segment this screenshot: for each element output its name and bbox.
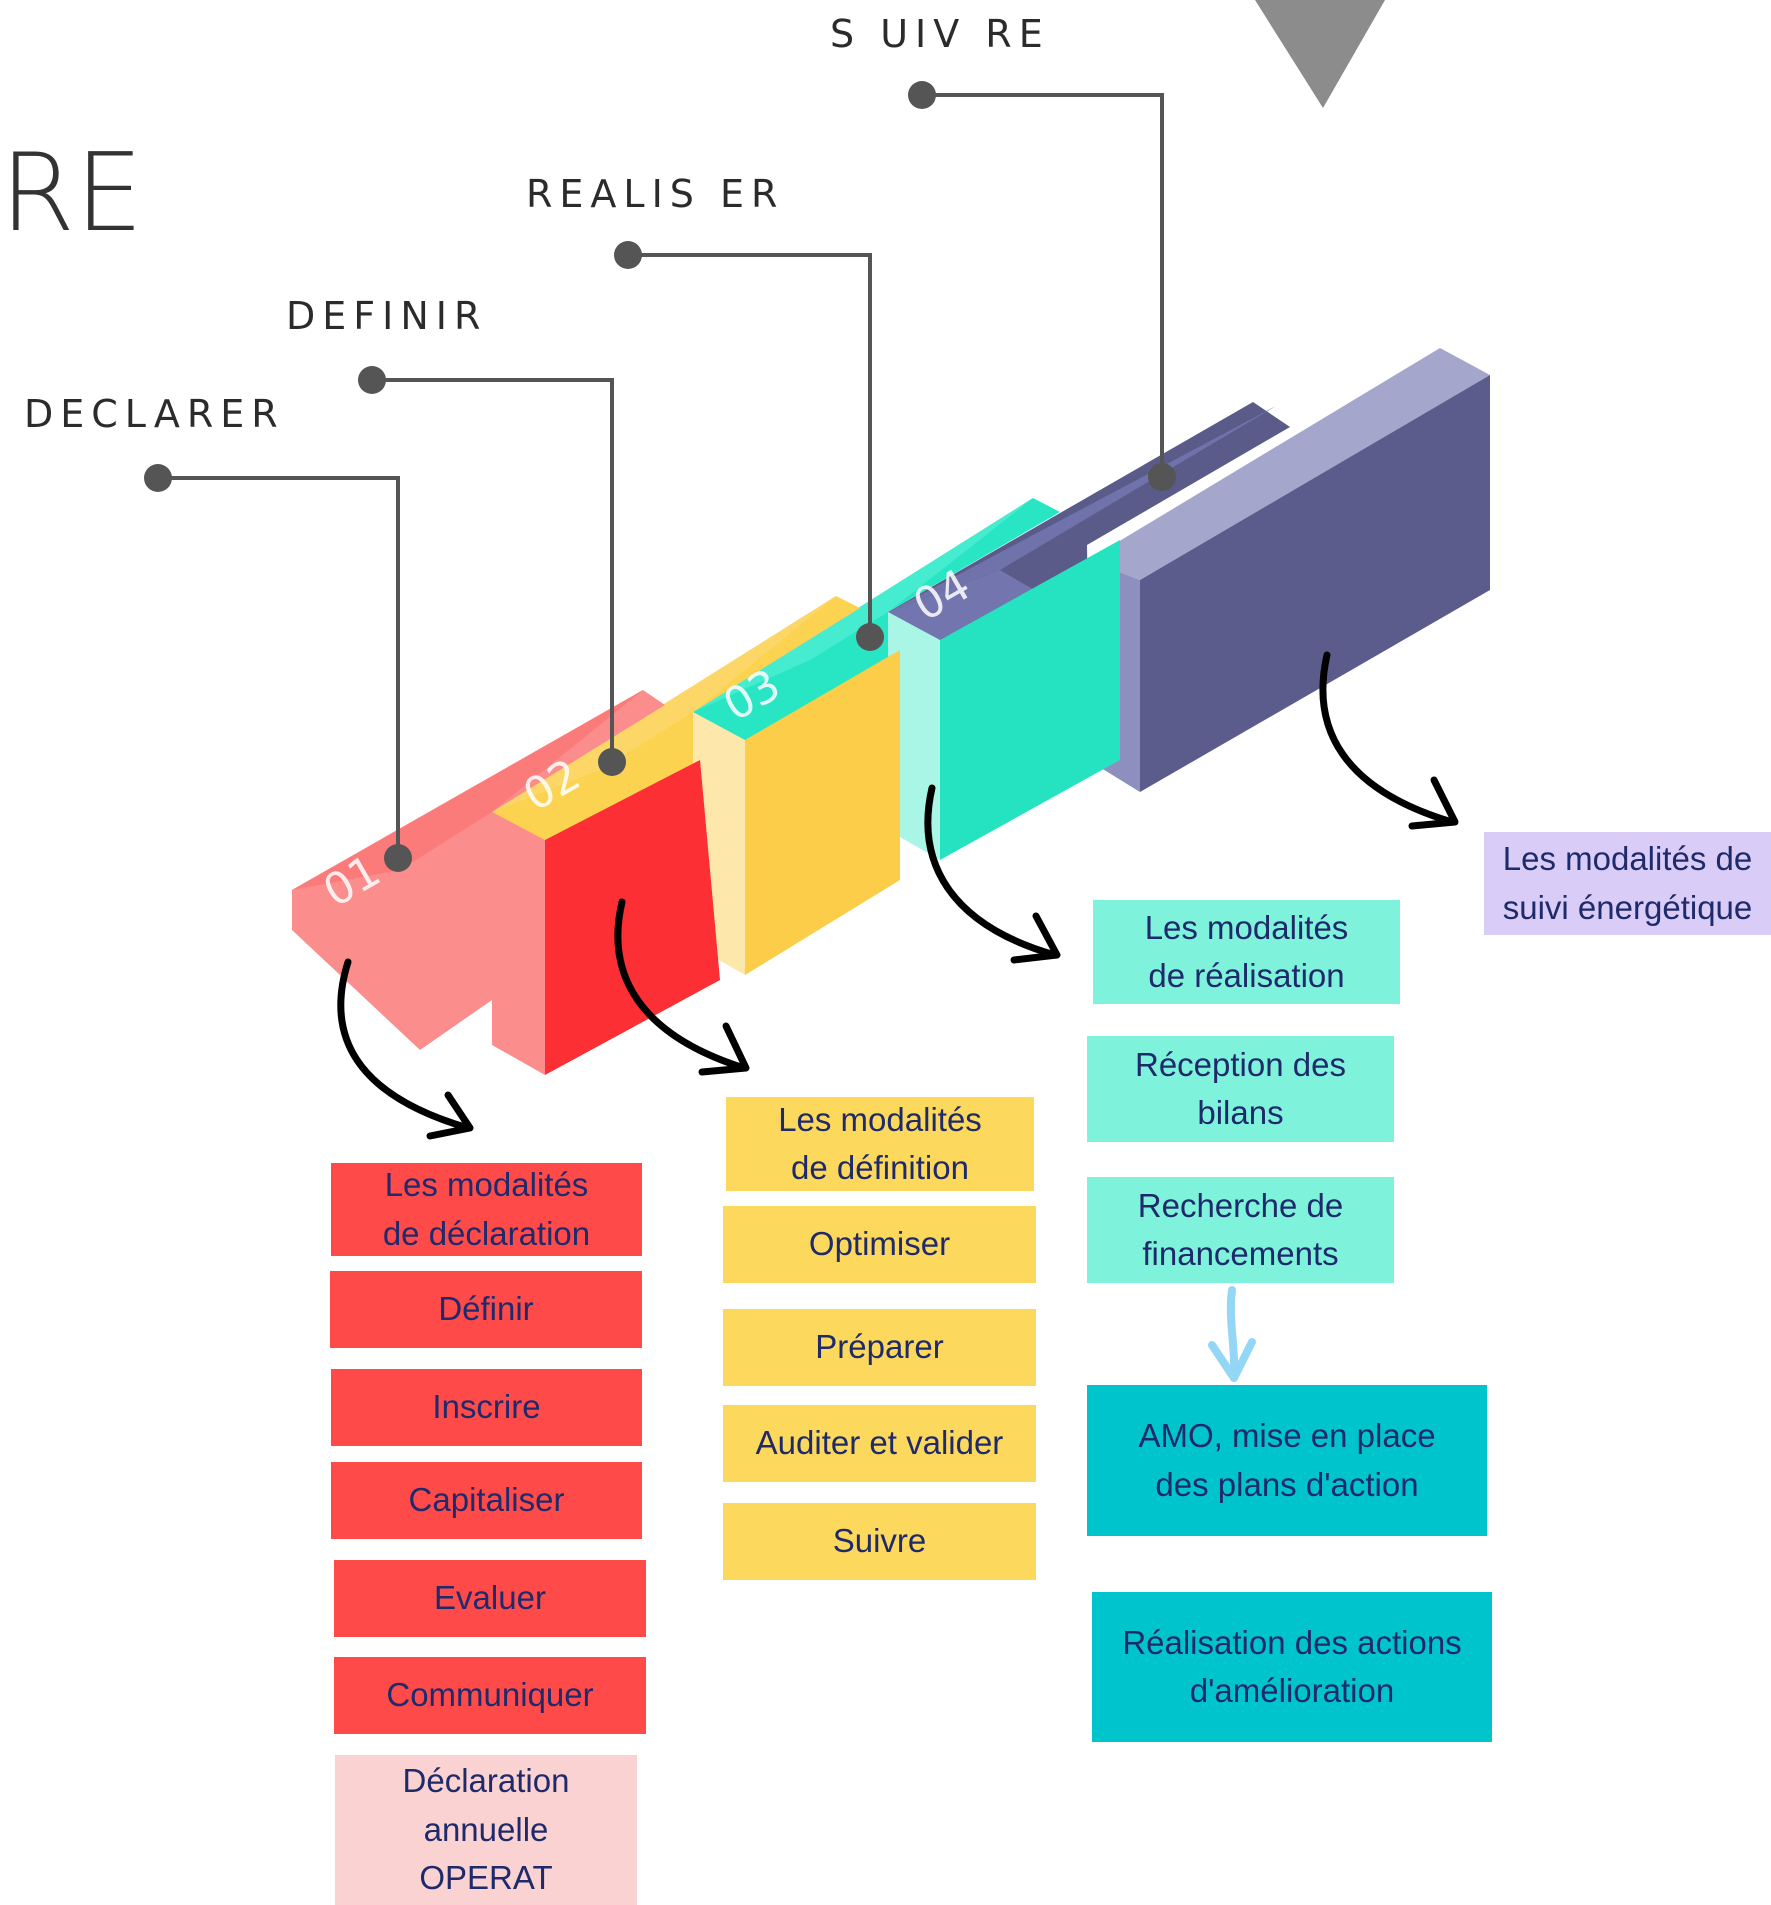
definir-auditer-box: Auditer et valider [723, 1405, 1036, 1482]
arrow-declarer [337, 958, 472, 1132]
step-01-block [292, 690, 720, 1075]
label-realiser: REALIS ER [526, 172, 785, 216]
suivre-modalites-box: Les modalités de suivi énergétique [1484, 832, 1771, 935]
declarer-modalites-box: Les modalités de déclaration [331, 1163, 642, 1256]
leader-line-realiser [628, 253, 872, 637]
definir-optimiser-box: Optimiser [723, 1206, 1036, 1283]
leader-dots [144, 81, 1176, 872]
curved-arrows [337, 651, 1459, 1140]
declarer-definir-box: Définir [330, 1271, 642, 1348]
declarer-communiquer-box: Communiquer [334, 1657, 646, 1734]
leader-lines [158, 93, 1164, 858]
label-definir: DEFINIR [286, 294, 488, 338]
declarer-operat-box: Déclaration annuelle OPERAT [335, 1755, 637, 1905]
page-title-fragment: RE [0, 131, 144, 256]
arrow-realiser [924, 784, 1059, 959]
leader-line-suivre [922, 93, 1164, 477]
arrow-declarer-head [426, 1091, 474, 1140]
arrow-suivre-head [1408, 776, 1459, 830]
leader-line-declarer [158, 476, 400, 858]
down-arrow-icon [1208, 1286, 1256, 1382]
definir-modalites-box: Les modalités de définition [726, 1097, 1034, 1191]
realiser-reception-box: Réception des bilans [1087, 1036, 1394, 1142]
top-triangle [1255, 0, 1385, 108]
realiser-financements-box: Recherche de financements [1087, 1177, 1394, 1283]
label-declarer: DECLARER [24, 392, 285, 436]
declarer-inscrire-box: Inscrire [331, 1369, 642, 1446]
declarer-evaluer-box: Evaluer [334, 1560, 646, 1637]
realiser-modalites-box: Les modalités de réalisation [1093, 900, 1400, 1004]
realiser-amo-box: AMO, mise en place des plans d'action [1087, 1385, 1487, 1536]
arrow-definir [614, 898, 748, 1072]
leader-line-definir [372, 378, 614, 762]
arrow-realiser-head [1010, 912, 1061, 964]
arrow-suivre [1319, 651, 1456, 826]
label-suivre: S UIV RE [830, 12, 1050, 56]
declarer-capitaliser-box: Capitaliser [331, 1462, 642, 1539]
definir-preparer-box: Préparer [723, 1309, 1036, 1386]
realiser-actions-box: Réalisation des actions d'amélioration [1092, 1592, 1492, 1742]
definir-suivre-box: Suivre [723, 1503, 1036, 1580]
arrow-definir-head [698, 1022, 750, 1076]
